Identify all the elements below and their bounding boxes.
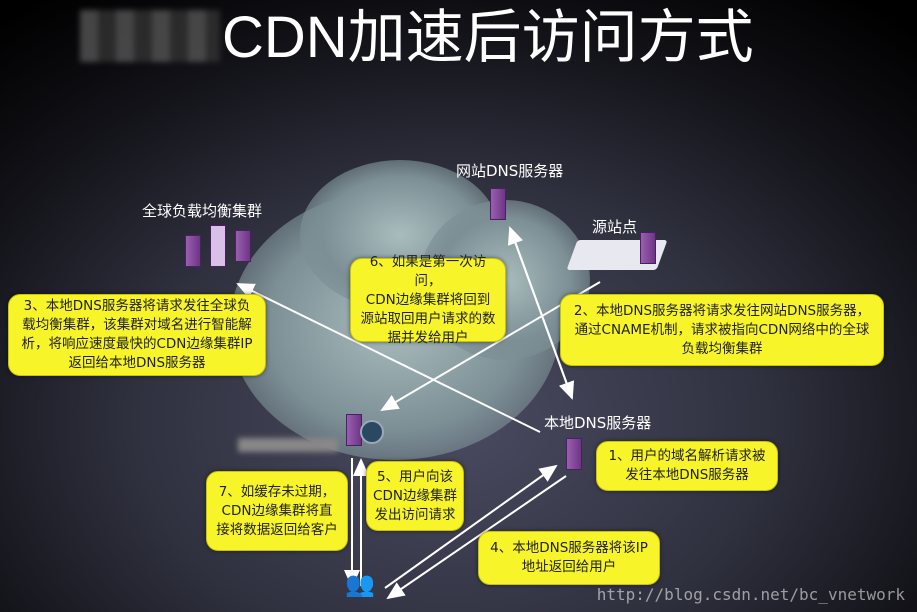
server-icon xyxy=(640,232,656,264)
watermark: http://blog.csdn.net/bc_vnetwork xyxy=(596,585,905,604)
arrow-user-to-localdns xyxy=(384,464,558,589)
step-7-box: 7、如缓存未过期，CDN边缘集群将直接将数据返回给客户 xyxy=(206,471,348,551)
step-6-box: 6、如果是第一次访问，CDN边缘集群将回到源站取回用户请求的数据并发给用户 xyxy=(350,254,506,346)
step-3-box: 3、本地DNS服务器将请求发往全球负载均衡集群，该集群对域名进行智能解析，将响应… xyxy=(8,294,266,376)
arrow-localdns-to-user xyxy=(386,475,567,600)
globe-icon xyxy=(360,420,384,444)
page-title: CDN加速后访问方式 xyxy=(222,5,754,70)
origin-label: 源站点 xyxy=(592,218,638,236)
arrow-localdns-to-globallb xyxy=(236,283,541,433)
blurred-logo xyxy=(80,10,220,62)
users-icon: 👥 xyxy=(345,570,375,598)
website-dns-label: 网站DNS服务器 xyxy=(456,162,564,180)
local-dns-label: 本地DNS服务器 xyxy=(544,414,652,432)
step-1-box: 1、用户的域名解析请求被发往本地DNS服务器 xyxy=(596,441,778,491)
global-lb-label: 全球负载均衡集群 xyxy=(142,202,263,220)
server-icon xyxy=(185,235,201,267)
server-icon xyxy=(235,230,251,262)
load-balancer-icon xyxy=(210,225,226,267)
arrow-webdns-to-localdns xyxy=(509,227,575,400)
blurred-label xyxy=(238,438,338,452)
step-2-box: 2、本地DNS服务器将请求发往网站DNS服务器，通过CNAME机制，请求被指向C… xyxy=(560,294,884,366)
website-dns-server-icon xyxy=(490,188,506,220)
local-dns-server-icon xyxy=(566,438,582,470)
